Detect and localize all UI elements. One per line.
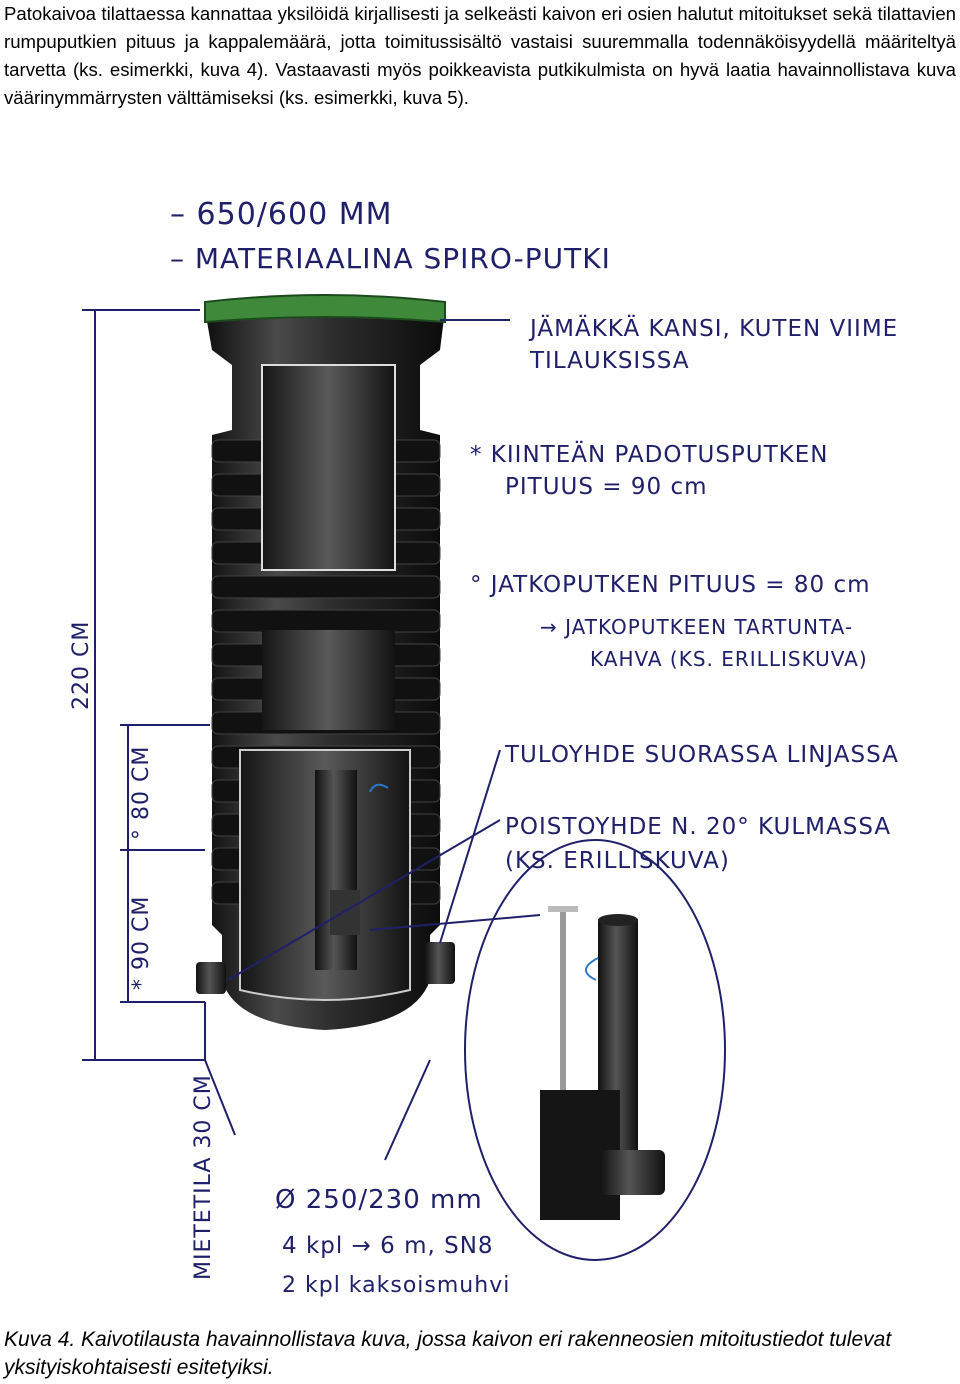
- note-pipes-line1: Ø 250/230 mm: [275, 1185, 483, 1215]
- note-inlet: TULOYHDE SUORASSA LINJASSA: [504, 742, 899, 768]
- figure-well-drawing: – 650/600 MM – MATERIAALINA SPIRO-PUTKI …: [0, 190, 936, 1312]
- note-ext-pipe-line3: KAHVA (KS. ERILLISKUVA): [590, 647, 868, 671]
- dim-total-height: 220 CM: [69, 621, 94, 710]
- dim-depth: MIETETILA 30 CM: [191, 1074, 216, 1280]
- dim-fixed-pipe: * 90 CM: [129, 896, 154, 990]
- note-pipes-line2: 4 kpl → 6 m, SN8: [282, 1233, 494, 1259]
- note-diameter: – 650/600 MM: [170, 197, 392, 232]
- note-material: – MATERIAALINA SPIRO-PUTKI: [170, 242, 611, 275]
- note-outlet-line2: (KS. ERILLISKUVA): [505, 848, 730, 874]
- intro-text: Patokaivoa tilattaessa kannattaa yksilöi…: [4, 3, 956, 108]
- note-ext-pipe-line2: → JATKOPUTKEEN TARTUNTA-: [540, 615, 853, 639]
- dim-ext-pipe: ° 80 CM: [129, 746, 154, 840]
- outlet-stub: [196, 962, 226, 994]
- figure-caption: Kuva 4. Kaivotilausta havainnollistava k…: [4, 1328, 892, 1379]
- detail-oval: [464, 839, 726, 1261]
- note-ext-pipe-line1: ° JATKOPUTKEN PITUUS = 80 cm: [470, 572, 871, 598]
- note-lid-line2: TILAUKSISSA: [529, 348, 690, 374]
- note-fixed-pipe-line2: PITUUS = 90 cm: [505, 474, 708, 500]
- note-outlet-line1: POISTOYHDE N. 20° KULMASSA: [505, 814, 891, 840]
- note-lid-line1: JÄMÄKKÄ KANSI, KUTEN VIIME: [528, 314, 898, 342]
- dimension-lines: [82, 309, 541, 1161]
- well-drawing: – 650/600 MM – MATERIAALINA SPIRO-PUTKI …: [69, 197, 899, 1298]
- handwritten-annotations: – 650/600 MM – MATERIAALINA SPIRO-PUTKI …: [69, 197, 899, 1298]
- inlet-stub: [425, 942, 455, 984]
- well-lid: [204, 294, 446, 324]
- intro-paragraph: Patokaivoa tilattaessa kannattaa yksilöi…: [4, 0, 956, 112]
- note-pipes-line3: 2 kpl kaksoismuhvi: [282, 1273, 510, 1298]
- well-body: [196, 294, 455, 1030]
- note-fixed-pipe-line1: * KIINTEÄN PADOTUSPUTKEN: [470, 440, 829, 468]
